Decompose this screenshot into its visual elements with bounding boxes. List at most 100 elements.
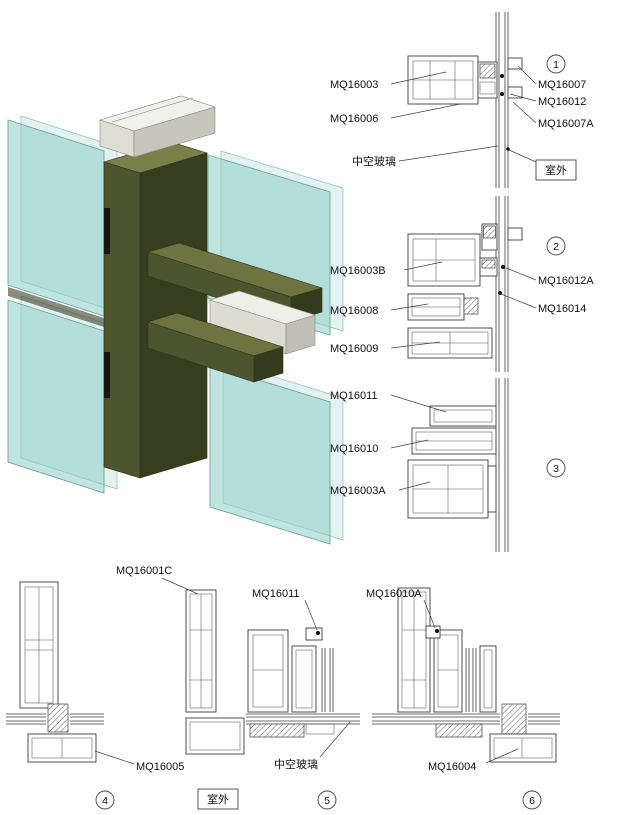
section-detail-6: MQ16010A MQ16004 6 — [366, 587, 560, 810]
label-mq16007a: MQ16007A — [538, 118, 594, 130]
label-mq16012: MQ16012 — [538, 96, 586, 108]
glass-section-lines — [6, 713, 104, 725]
top-cap-profile — [98, 95, 217, 158]
detail-number: 3 — [553, 463, 559, 475]
thermal-break-hatch — [479, 63, 496, 79]
profile-inner-line — [402, 592, 426, 708]
profile-vent-frame — [433, 629, 463, 713]
gasket-dot — [500, 74, 504, 78]
profile-inner-line — [295, 649, 313, 709]
label-outdoor: 室外 — [545, 163, 567, 177]
profile-inner-line — [412, 332, 488, 354]
gasket-dot — [500, 92, 504, 96]
glass-pane — [7, 119, 105, 317]
glass-section-lines — [495, 12, 509, 188]
label-mq16010a: MQ16010A — [366, 588, 422, 600]
glass-pane — [7, 299, 105, 494]
outdoor-label-box — [535, 159, 577, 181]
profile-mq16004 — [489, 733, 557, 763]
thermal-break-hatch — [501, 703, 527, 735]
insert-side-face — [285, 314, 316, 355]
profile-glazing-bead — [479, 645, 497, 713]
section-detail-3: MQ16011 MQ16010 MQ16003A 3 — [330, 378, 566, 552]
gasket-dot — [316, 631, 320, 635]
glazing-gasket — [104, 208, 110, 254]
cap-slot-line — [111, 97, 194, 123]
profile-inner-line — [483, 649, 493, 709]
detail-number: 1 — [553, 59, 559, 71]
gasket-dot — [501, 265, 505, 269]
thermal-break-hatch — [483, 225, 496, 239]
isometric-assembly-view — [7, 95, 344, 545]
thermal-break-hatch — [435, 723, 483, 738]
thermal-break-hatch — [47, 703, 69, 733]
detail-number-circle — [546, 236, 566, 256]
gasket-dot — [435, 629, 439, 633]
glass-pane — [209, 364, 331, 545]
detail-number-circle — [546, 458, 566, 478]
label-outdoor: 室外 — [207, 792, 229, 806]
profile-inner-line — [252, 634, 284, 708]
glass-section-lines — [495, 196, 509, 372]
section-detail-5: MQ16001C MQ16011 中空玻璃 室外 5 — [116, 565, 360, 810]
profile-mq16007 — [507, 57, 523, 70]
label-insulated-glass: 中空玻璃 — [274, 757, 318, 771]
profile-inner-line — [433, 409, 493, 423]
profile-inner-line — [413, 239, 475, 281]
profile-inner-line — [25, 587, 53, 703]
label-mq16014: MQ16014 — [538, 303, 586, 315]
leader-lines — [423, 599, 519, 764]
label-mq16011: MQ16011 — [330, 390, 378, 402]
label-mq16012a: MQ16012A — [538, 275, 594, 287]
detail-number: 6 — [529, 795, 535, 807]
profile-bottom-cap — [185, 717, 245, 755]
detail-number-circle — [522, 790, 542, 810]
leader-lines — [390, 394, 447, 491]
leader-lines — [390, 65, 537, 163]
thermal-break-hatch — [463, 297, 479, 315]
profile-inner-line — [190, 594, 212, 708]
profile-glass-adapter — [487, 465, 497, 513]
label-insulated-glass: 中空玻璃 — [352, 154, 396, 168]
label-mq16006: MQ16006 — [330, 113, 378, 125]
label-mq16008: MQ16008 — [330, 305, 378, 317]
profile-inner-line — [413, 465, 483, 513]
profile-vent-frame — [247, 629, 289, 713]
section-detail-4: MQ16005 4 — [6, 581, 184, 810]
outdoor-label-box — [197, 788, 239, 810]
profile-inner-line — [189, 721, 241, 751]
glass-section-lines — [495, 378, 509, 552]
white-vent-insert — [208, 290, 317, 355]
profile-inner-line — [305, 723, 335, 735]
label-mq16004: MQ16004 — [428, 761, 476, 773]
glass-section-lines-vertical — [465, 648, 477, 712]
leader-lines — [390, 261, 537, 349]
profile-mq16007a — [507, 86, 523, 99]
transom-end-face — [253, 346, 284, 383]
label-mq16007: MQ16007 — [538, 79, 586, 91]
profile-inner-line — [437, 634, 459, 708]
label-mq16003b: MQ16003B — [330, 265, 386, 277]
lower-transom — [147, 312, 284, 383]
profile-glazing-bead — [291, 645, 317, 713]
label-mq16003a: MQ16003A — [330, 485, 386, 497]
label-mq16003: MQ16003 — [330, 79, 378, 91]
thermal-break-hatch — [249, 723, 305, 738]
label-mq16010: MQ16010 — [330, 443, 378, 455]
glass-section-lines-vertical — [321, 648, 334, 712]
leader-dot — [506, 147, 510, 151]
glass-joint-strip — [8, 287, 104, 327]
profile-mq16010a-clip — [425, 625, 441, 639]
section-detail-1: MQ16003 MQ16006 中空玻璃 MQ16007 MQ16012 MQ1… — [330, 12, 594, 188]
thermal-break-hatch — [481, 259, 496, 269]
label-mq16009: MQ16009 — [330, 343, 378, 355]
leader-lines — [161, 577, 351, 758]
profile-mq16011 — [429, 405, 497, 427]
section-detail-2: MQ16003B MQ16008 MQ16009 MQ16012A MQ1601… — [330, 196, 594, 372]
detail-number-circle — [317, 790, 337, 810]
glazing-gasket — [104, 352, 110, 398]
detail-number-circle — [95, 790, 115, 810]
profile-inner-line — [493, 737, 553, 759]
cap-side-face — [133, 106, 216, 158]
